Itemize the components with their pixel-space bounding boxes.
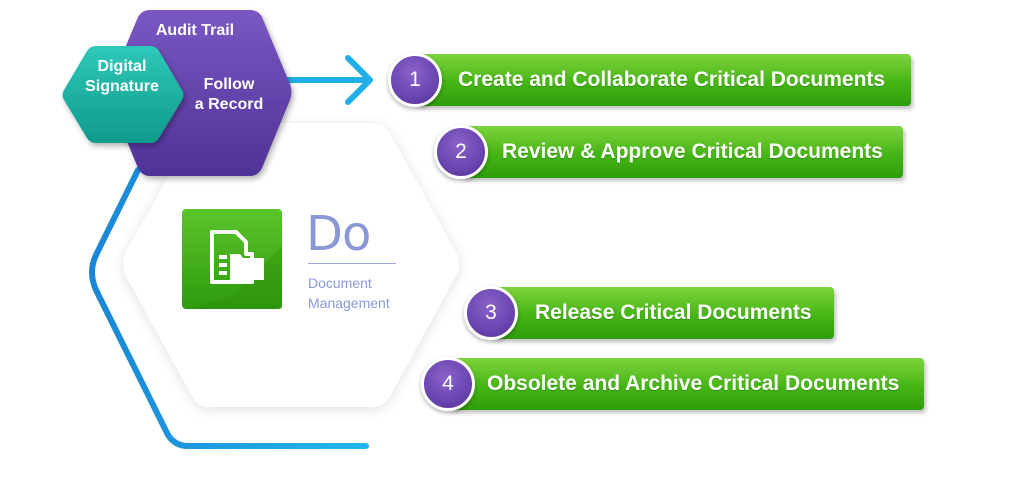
document-folder-icon bbox=[182, 209, 282, 309]
digital-signature-line-1: Digital bbox=[97, 58, 147, 75]
teal-hexagon bbox=[62, 46, 184, 143]
step-number-badge: 3 bbox=[464, 286, 518, 340]
step-label: Create and Collaborate Critical Document… bbox=[458, 68, 886, 91]
step-number-badge: 4 bbox=[421, 357, 475, 411]
step-bar bbox=[416, 54, 911, 106]
do-title: Do bbox=[306, 206, 371, 262]
follow-record-label: Follow a Record bbox=[184, 75, 274, 115]
connector-line bbox=[89, 167, 369, 449]
digital-signature-label: Digital Signature bbox=[70, 57, 174, 97]
follow-record-line-2: a Record bbox=[194, 96, 264, 113]
do-divider bbox=[308, 263, 396, 264]
audit-trail-label: Audit Trail bbox=[155, 22, 235, 39]
step-4[interactable]: Obsolete and Archive Critical Documents … bbox=[421, 357, 924, 411]
do-subtitle-line-2: Management bbox=[308, 295, 390, 311]
do-subtitle: Document Management bbox=[308, 273, 390, 313]
arrow-head-icon bbox=[345, 55, 373, 105]
step-bar bbox=[449, 358, 924, 410]
step-label: Release Critical Documents bbox=[535, 301, 812, 324]
do-subtitle-line-1: Document bbox=[308, 275, 372, 291]
step-2[interactable]: Review & Approve Critical Documents 2 bbox=[434, 125, 903, 179]
step-number-badge: 1 bbox=[388, 53, 442, 107]
step-bar bbox=[462, 126, 903, 178]
step-bar bbox=[492, 287, 834, 339]
step-label: Review & Approve Critical Documents bbox=[502, 140, 883, 163]
digital-signature-line-2: Signature bbox=[85, 78, 159, 95]
step-label: Obsolete and Archive Critical Documents bbox=[487, 372, 900, 395]
step-3[interactable]: Release Critical Documents 3 bbox=[464, 286, 834, 340]
follow-record-line-1: Follow bbox=[203, 76, 255, 93]
step-1[interactable]: Create and Collaborate Critical Document… bbox=[388, 53, 911, 107]
step-number-badge: 2 bbox=[434, 125, 488, 179]
center-hexagon bbox=[123, 123, 459, 407]
